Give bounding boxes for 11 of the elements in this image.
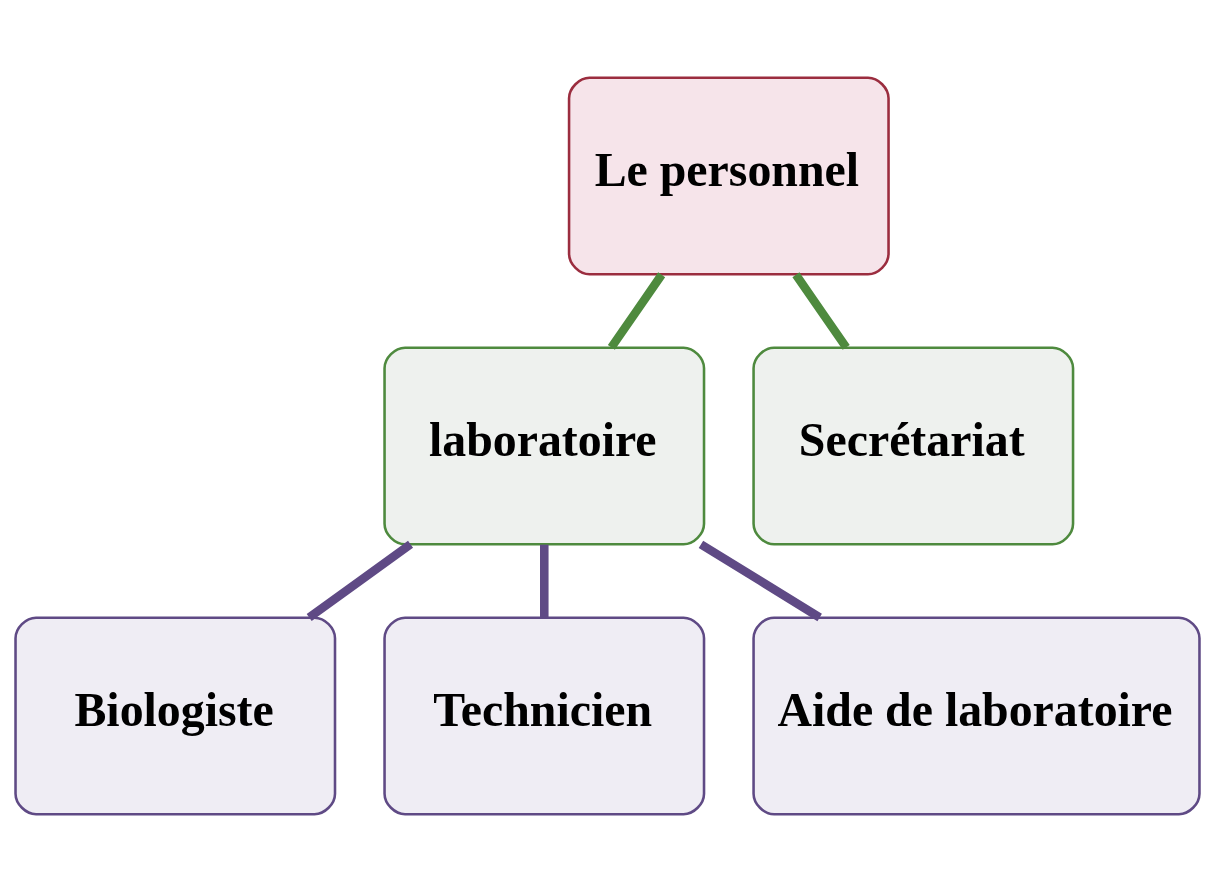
node-box: Le personnel — [567, 76, 890, 276]
node-box: Technicien — [383, 615, 706, 815]
connector — [540, 544, 549, 617]
node-box: Secrétariat — [752, 346, 1075, 545]
node-box: Biologiste — [14, 615, 337, 815]
connector — [607, 271, 666, 350]
node-box: Aide de laboratoire — [752, 615, 1201, 815]
connector — [698, 540, 822, 621]
connector — [306, 540, 414, 621]
node-box: laboratoire — [383, 346, 706, 545]
connector — [792, 271, 850, 350]
